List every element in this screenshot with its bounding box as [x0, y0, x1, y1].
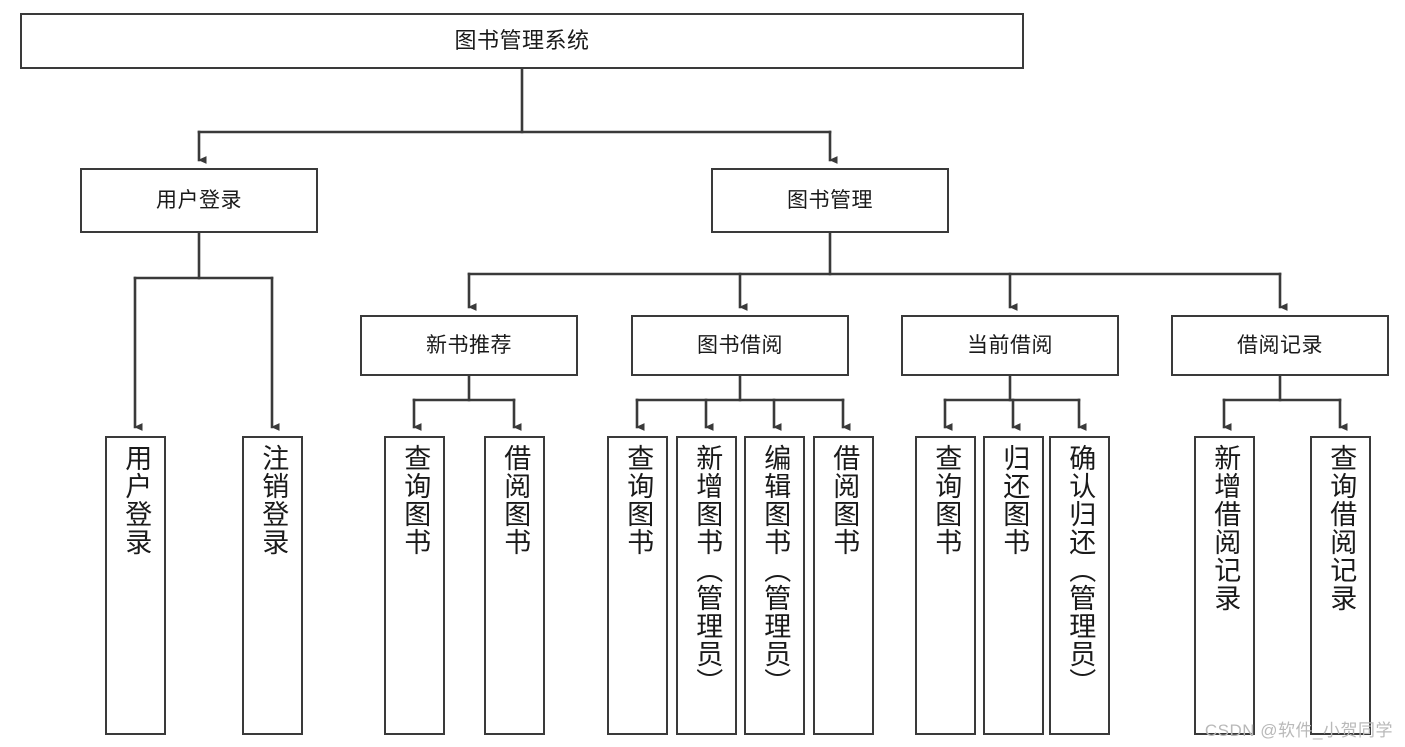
csdn-watermark: CSDN @软件_小贺同学 [1204, 721, 1393, 740]
node-label: 借阅图书 [829, 444, 860, 556]
node-label: 归还图书 [999, 444, 1030, 556]
node-label: 查询图书 [931, 444, 962, 556]
node-borrow-record[interactable]: 借阅记录 [1171, 315, 1389, 376]
leaf-borrow-book[interactable]: 借阅图书 [813, 436, 874, 735]
leaf-add-borrow-record[interactable]: 新增借阅记录 [1194, 436, 1255, 735]
leaf-user-login[interactable]: 用户登录 [105, 436, 166, 735]
node-label: 注销登录 [258, 444, 289, 556]
node-user-login[interactable]: 用户登录 [80, 168, 318, 233]
node-label: 借阅记录 [1237, 333, 1323, 357]
node-label: 图书借阅 [697, 333, 783, 357]
node-label: 当前借阅 [967, 333, 1053, 357]
node-book-manage[interactable]: 图书管理 [711, 168, 949, 233]
node-new-book-recommend[interactable]: 新书推荐 [360, 315, 578, 376]
leaf-query-book-borrow[interactable]: 查询图书 [607, 436, 668, 735]
node-current-borrow[interactable]: 当前借阅 [901, 315, 1119, 376]
node-label: 用户登录 [156, 188, 242, 212]
node-label: 新增图书（管理员） [692, 444, 723, 696]
node-book-borrow[interactable]: 图书借阅 [631, 315, 849, 376]
leaf-query-book-recommend[interactable]: 查询图书 [384, 436, 445, 735]
node-label: 新增借阅记录 [1210, 444, 1241, 612]
node-label: 新书推荐 [426, 333, 512, 357]
leaf-borrow-book-recommend[interactable]: 借阅图书 [484, 436, 545, 735]
node-label: 查询图书 [400, 444, 431, 556]
node-label: 确认归还（管理员） [1065, 444, 1096, 696]
leaf-query-borrow-record[interactable]: 查询借阅记录 [1310, 436, 1371, 735]
leaf-return-book[interactable]: 归还图书 [983, 436, 1044, 735]
node-label: 编辑图书（管理员） [760, 444, 791, 696]
leaf-query-book-current[interactable]: 查询图书 [915, 436, 976, 735]
leaf-edit-book[interactable]: 编辑图书（管理员） [744, 436, 805, 735]
node-label: 用户登录 [121, 444, 152, 556]
node-label: 查询借阅记录 [1326, 444, 1357, 612]
node-label: 查询图书 [623, 444, 654, 556]
leaf-confirm-return[interactable]: 确认归还（管理员） [1049, 436, 1110, 735]
leaf-user-logout[interactable]: 注销登录 [242, 436, 303, 735]
node-label: 图书管理系统 [454, 27, 590, 53]
leaf-add-book[interactable]: 新增图书（管理员） [676, 436, 737, 735]
node-root-system[interactable]: 图书管理系统 [20, 13, 1024, 69]
node-label: 借阅图书 [500, 444, 531, 556]
node-label: 图书管理 [787, 188, 873, 212]
